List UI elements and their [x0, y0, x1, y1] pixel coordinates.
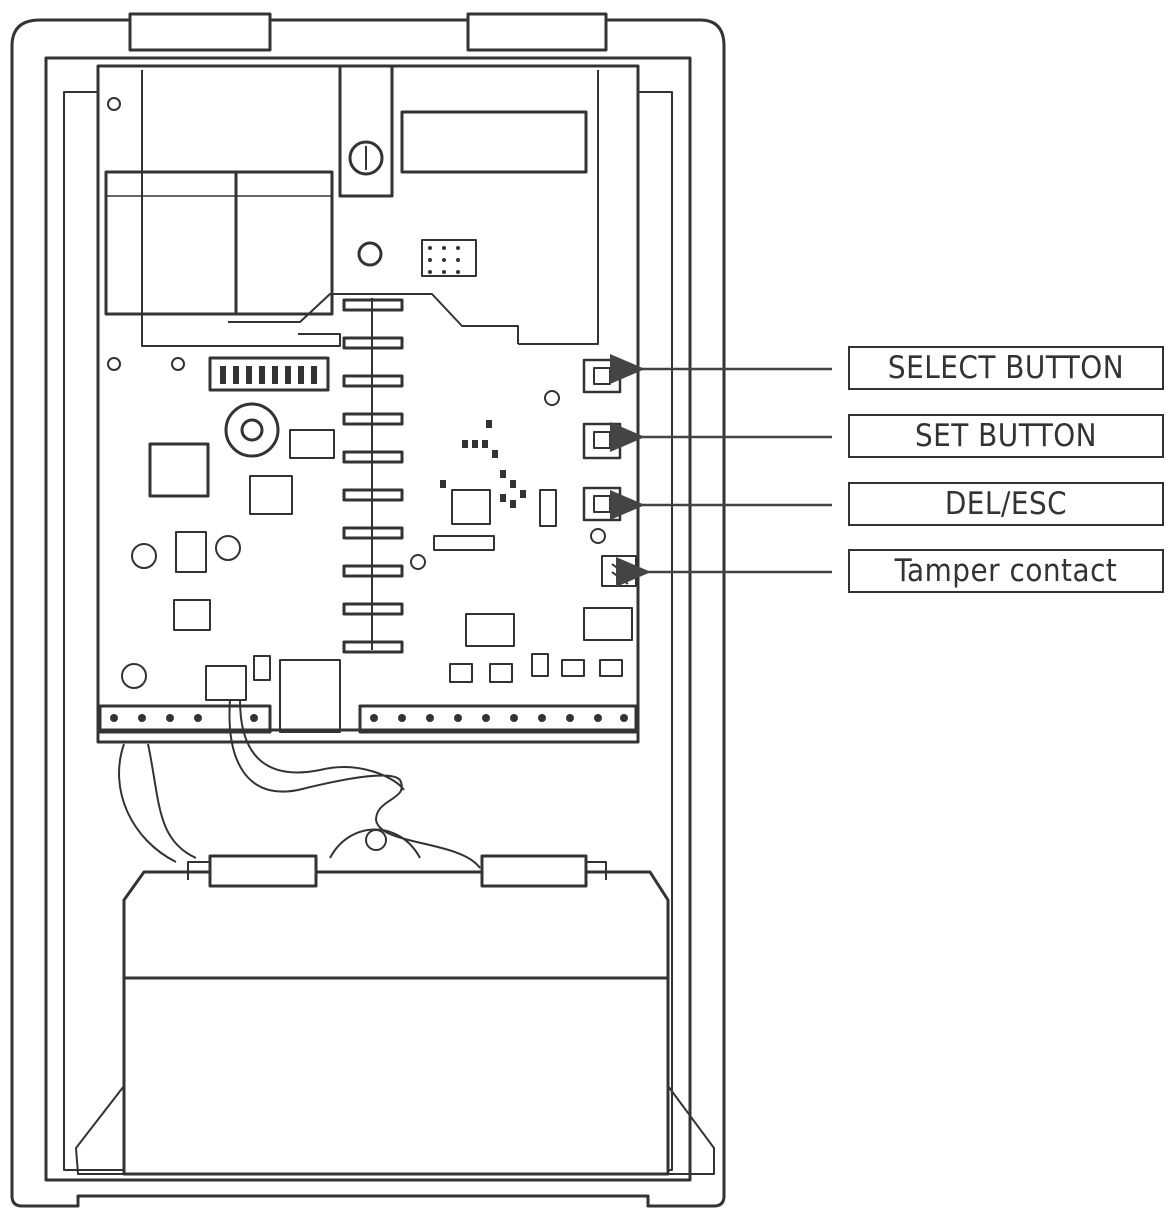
- battery-terminal-left: [208, 854, 318, 888]
- del-esc-text: DEL/ESC: [944, 486, 1068, 522]
- tamper-contact-label: Tamper contact: [848, 549, 1164, 593]
- battery: [122, 870, 670, 980]
- del-esc-label: DEL/ESC: [848, 482, 1164, 526]
- tamper-contact-text: Tamper contact: [894, 553, 1118, 589]
- buzzer: [224, 402, 280, 458]
- top-clip-left: [128, 12, 272, 52]
- relay-block: [104, 170, 334, 316]
- microcontroller: [148, 442, 210, 498]
- battery-terminal-right: [480, 854, 588, 888]
- terminal-block-right: [358, 704, 638, 734]
- dip-switch: [208, 356, 330, 392]
- housing-outline: [10, 18, 726, 1208]
- select-button-label: SELECT BUTTON: [848, 346, 1164, 390]
- top-clip-right: [466, 12, 608, 52]
- select-button-text: SELECT BUTTON: [887, 350, 1125, 386]
- set-button-text: SET BUTTON: [914, 418, 1098, 454]
- housing-inner-wall: [44, 56, 692, 1182]
- mounting-screw: [348, 140, 384, 176]
- set-button-label: SET BUTTON: [848, 414, 1164, 458]
- battery-wires: [118, 699, 481, 869]
- terminal-block-left: [98, 704, 272, 734]
- display-window: [400, 110, 588, 174]
